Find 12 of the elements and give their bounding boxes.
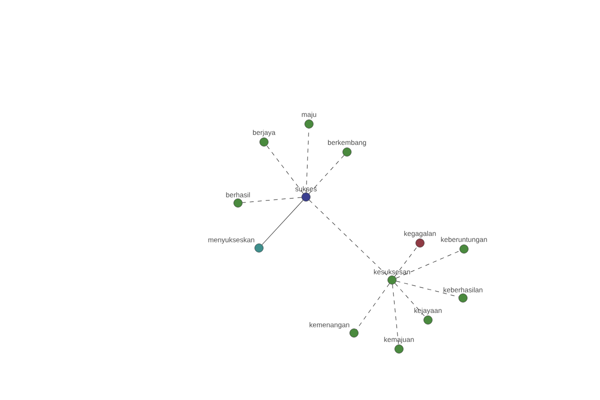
connector-line (306, 128, 310, 193)
connector-line (396, 280, 459, 298)
connector-line (392, 284, 399, 345)
connector-line (308, 200, 390, 278)
connector-line (394, 246, 418, 277)
connector-line (356, 283, 390, 330)
connector-line (262, 200, 304, 245)
connector-line (266, 145, 304, 194)
connector-line (396, 250, 460, 278)
connector-line (242, 197, 302, 203)
connector-line (394, 283, 426, 317)
connector-line (308, 155, 344, 194)
